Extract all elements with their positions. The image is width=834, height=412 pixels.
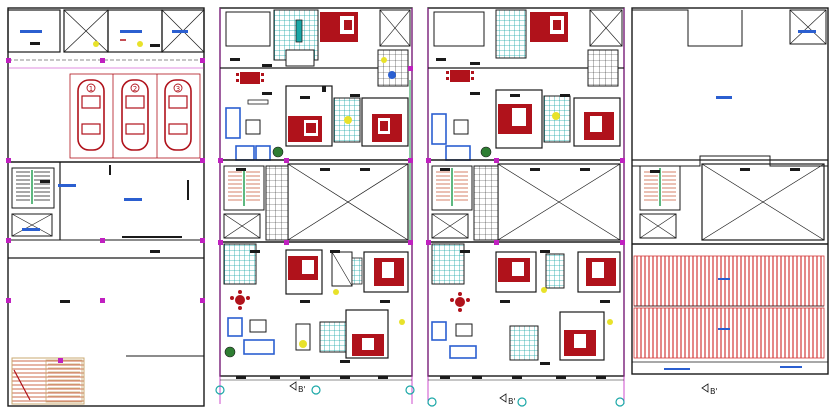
ground-top-rooms (7, 9, 205, 53)
bed-icon (530, 12, 568, 42)
staircase-icon (11, 357, 85, 405)
column-marker-icon (427, 397, 625, 407)
sofa-icon (431, 113, 471, 161)
bed-icon (372, 114, 402, 142)
bed-icon (584, 112, 614, 140)
car-icon: 2 (121, 79, 149, 151)
plan-typical-floor-b: B' (426, 7, 625, 407)
section-mark: B' (298, 385, 306, 394)
roof-tiles-upper (633, 255, 825, 307)
bed-icon (564, 330, 596, 356)
column-markers (426, 158, 625, 245)
bed-icon (288, 256, 318, 280)
staircase-icon (431, 165, 473, 211)
staircase-icon (223, 165, 265, 211)
sofa-icon (225, 107, 271, 161)
dining-table-icon (230, 290, 250, 310)
car-icon: 1 (77, 79, 105, 151)
column-markers (6, 58, 205, 363)
bed-icon (374, 258, 404, 286)
roof-tiles-lower (633, 307, 825, 359)
plan-ground-floor: 1 2 3 (6, 7, 205, 407)
plant-icon (480, 146, 492, 158)
plan-roof: B' (631, 7, 829, 396)
bed-icon (586, 258, 616, 286)
section-mark: B' (710, 387, 718, 396)
section-mark: B' (508, 397, 516, 406)
dining-table-icon (236, 72, 264, 84)
car-number-2: 2 (133, 85, 137, 93)
bed-icon (498, 258, 530, 282)
column-marker-icon (215, 385, 415, 395)
staircase-icon (11, 167, 55, 209)
car-number-3: 3 (176, 85, 180, 93)
column-markers (218, 66, 413, 245)
plant-icon (224, 346, 236, 358)
dining-table-icon (450, 292, 470, 312)
bed-icon (352, 334, 384, 356)
parking-area: 1 2 3 (69, 73, 201, 159)
car-icon: 3 (164, 79, 192, 151)
dimension-tags (30, 42, 800, 365)
plan-typical-floor-a: B' (215, 7, 415, 404)
sofa-icon (431, 321, 477, 359)
bed-icon (498, 104, 532, 134)
sofa-icon (227, 317, 275, 355)
bed-icon (320, 12, 358, 42)
dining-table-icon (446, 70, 474, 82)
car-number-1: 1 (89, 85, 93, 93)
bed-icon (288, 116, 322, 142)
plant-icon (272, 146, 284, 158)
